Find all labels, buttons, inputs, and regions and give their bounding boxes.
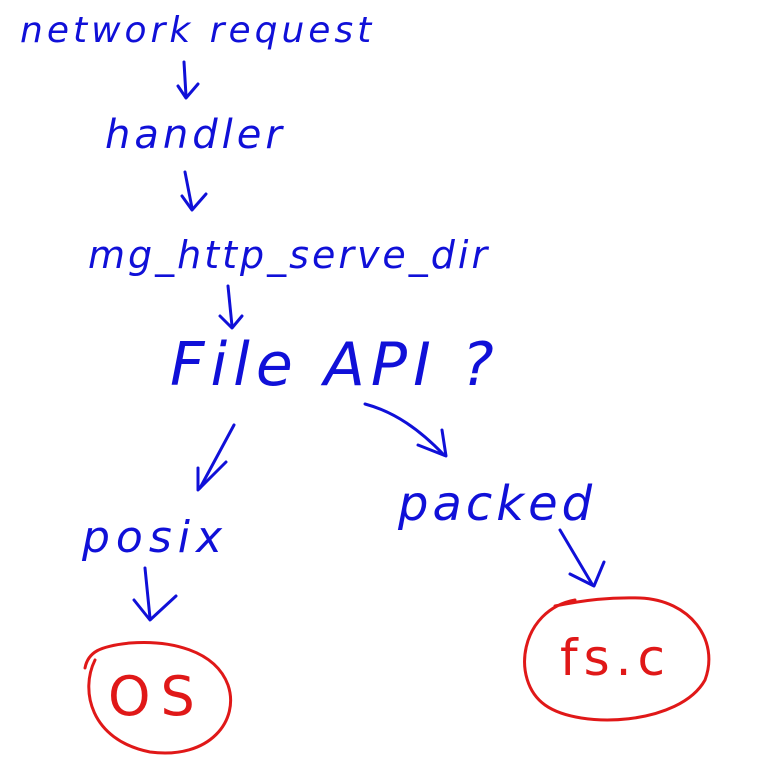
arrow-handler-to-serve-dir (180, 170, 208, 212)
node-file-api: File API ? (170, 330, 500, 400)
arrow-file-api-to-packed (363, 402, 448, 458)
node-network-request: network request (20, 10, 375, 51)
arrow-network-to-handler (176, 60, 200, 100)
node-handler: handler (105, 112, 286, 158)
os-circle (83, 641, 233, 755)
node-fs-c: fs.c (560, 629, 671, 687)
node-packed: packed (397, 476, 596, 532)
arrow-posix-to-os (132, 566, 178, 622)
node-posix: posix (81, 512, 228, 563)
fs-c-circle (523, 596, 711, 722)
node-os: OS (108, 665, 205, 728)
node-serve-dir: mg_http_serve_dir (88, 233, 490, 277)
arrow-serve-dir-to-file-api (218, 284, 244, 330)
arrow-file-api-to-posix (196, 423, 236, 492)
arrow-packed-to-fs-c (558, 528, 606, 588)
